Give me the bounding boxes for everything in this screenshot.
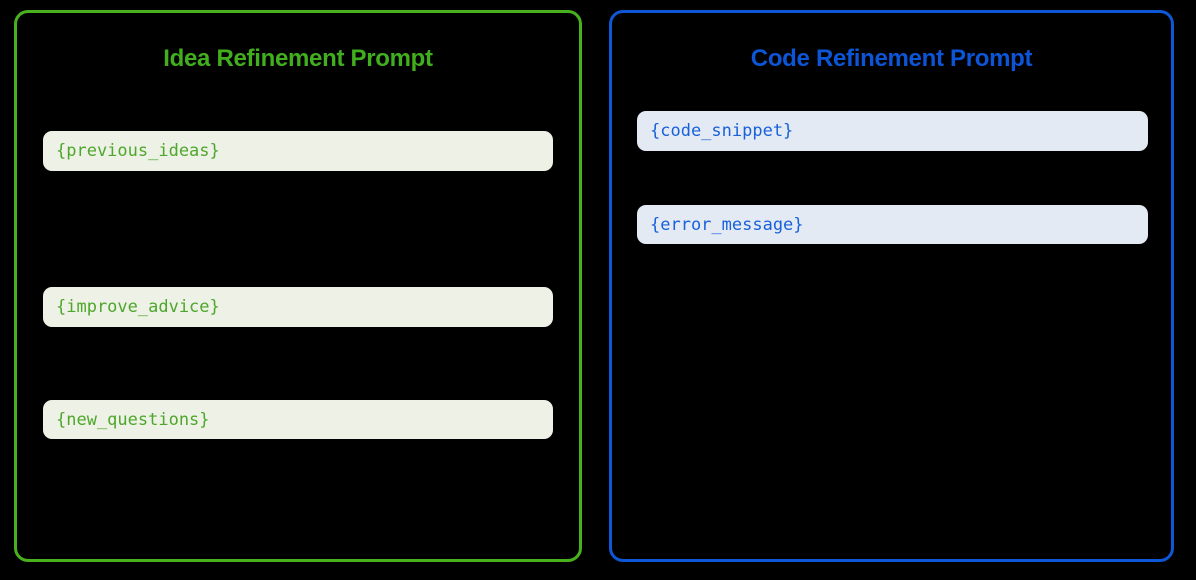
idea-refinement-panel: Idea Refinement Prompt {previous_ideas} … <box>14 10 582 562</box>
code-refinement-panel: Code Refinement Prompt {code_snippet} {e… <box>609 10 1174 562</box>
placeholder-chip-previous-ideas: {previous_ideas} <box>43 131 553 171</box>
placeholder-text: {error_message} <box>650 214 804 235</box>
placeholder-text: {code_snippet} <box>650 121 794 141</box>
placeholder-chip-improve-advice: {improve_advice} <box>43 287 553 327</box>
code-refinement-panel-title: Code Refinement Prompt <box>750 45 1033 72</box>
placeholder-text: {improve_advice} <box>56 297 220 317</box>
placeholder-text: {previous_ideas} <box>56 141 220 161</box>
idea-refinement-panel-title: Idea Refinement Prompt <box>163 45 433 72</box>
placeholder-text: {new_questions} <box>56 409 210 430</box>
placeholder-chip-error-message: {error_message} <box>637 205 1148 244</box>
placeholder-chip-code-snippet: {code_snippet} <box>637 111 1148 151</box>
placeholder-chip-new-questions: {new_questions} <box>43 400 553 439</box>
